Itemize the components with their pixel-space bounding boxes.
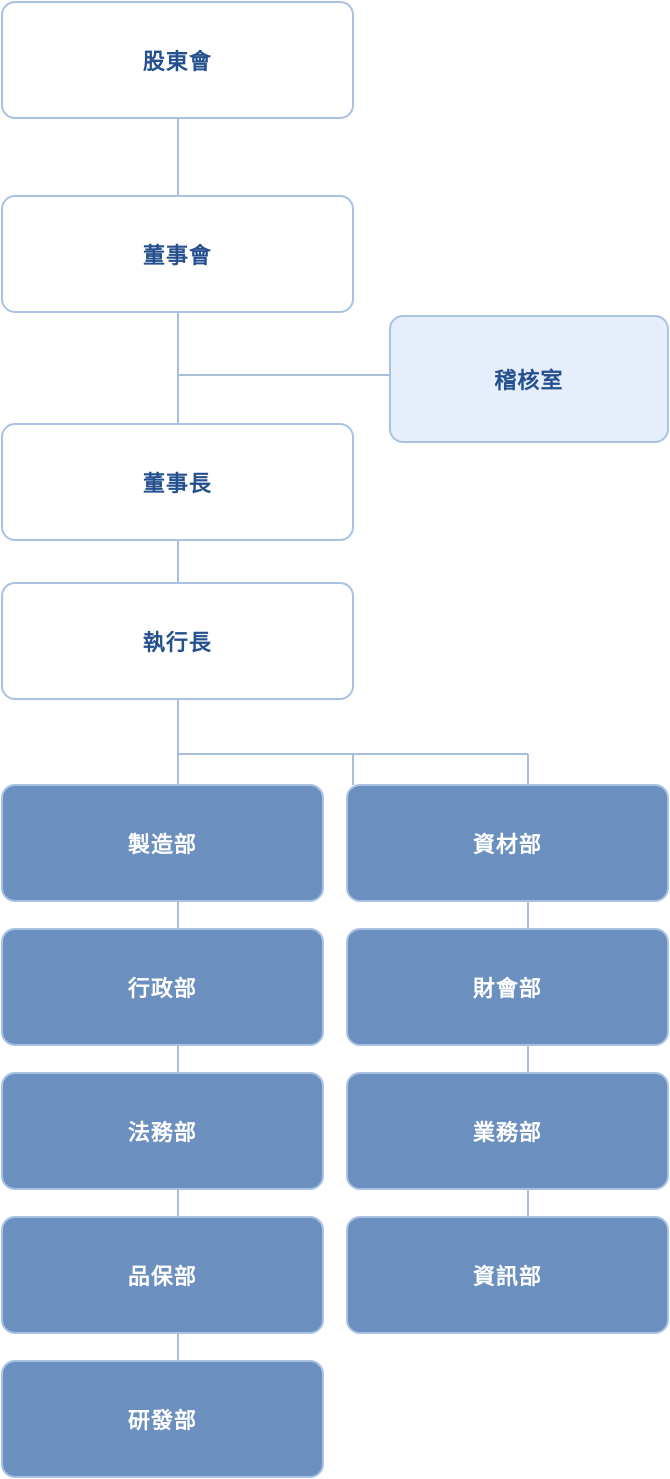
shareholders-node: 股東會 — [1, 1, 354, 119]
department-label: 業務部 — [472, 1121, 542, 1146]
department-label: 研發部 — [127, 1409, 197, 1434]
board-node: 董事會 — [1, 195, 354, 313]
audit-office-node: 稽核室 — [389, 315, 669, 443]
board-label: 董事會 — [142, 244, 212, 269]
department-node-right-2: 財會部 — [346, 928, 669, 1046]
chairman-node: 董事長 — [1, 423, 354, 541]
department-node-left-3: 法務部 — [1, 1072, 324, 1190]
department-label: 法務部 — [127, 1121, 197, 1146]
department-node-left-5: 研發部 — [1, 1360, 324, 1478]
department-node-left-1: 製造部 — [1, 784, 324, 902]
department-label: 財會部 — [472, 977, 542, 1002]
ceo-label: 執行長 — [142, 631, 212, 656]
department-label: 資訊部 — [472, 1265, 542, 1290]
shareholders-label: 股東會 — [142, 50, 212, 75]
department-node-right-1: 資材部 — [346, 784, 669, 902]
department-node-left-4: 品保部 — [1, 1216, 324, 1334]
department-label: 製造部 — [127, 833, 197, 858]
chairman-label: 董事長 — [142, 472, 212, 497]
department-node-right-4: 資訊部 — [346, 1216, 669, 1334]
department-node-right-3: 業務部 — [346, 1072, 669, 1190]
department-label: 品保部 — [127, 1265, 197, 1290]
department-label: 行政部 — [127, 977, 197, 1002]
department-node-left-2: 行政部 — [1, 928, 324, 1046]
audit-office-label: 稽核室 — [494, 369, 564, 394]
department-label: 資材部 — [472, 833, 542, 858]
ceo-node: 執行長 — [1, 582, 354, 700]
